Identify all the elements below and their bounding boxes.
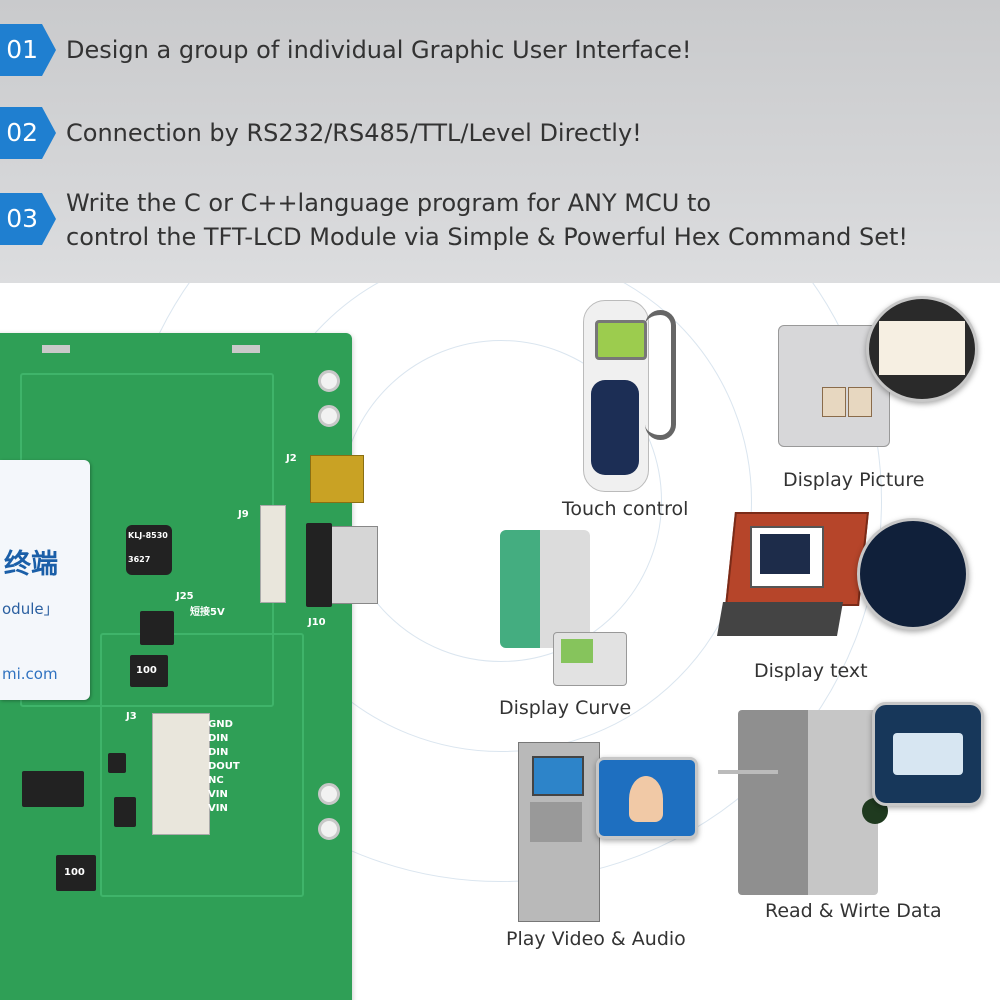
caption-touch-control: Touch control <box>562 498 689 520</box>
mini-usb-connector <box>310 455 364 503</box>
feature-text-line-2: control the TFT-LCD Module via Simple & … <box>66 223 909 251</box>
silk-vin: VIN <box>208 789 228 800</box>
inductor-100 <box>56 855 96 891</box>
silk-gnd: GND <box>208 719 233 730</box>
pad <box>42 345 70 353</box>
silk-j10: J10 <box>308 617 326 628</box>
label-module-text: odule」 <box>2 600 59 618</box>
silk-din: DIN <box>208 733 229 744</box>
silk-short-5v: 短接5V <box>190 607 225 618</box>
pad <box>232 345 260 353</box>
inductor-100 <box>130 655 168 687</box>
silk-j2: J2 <box>286 453 297 464</box>
feature-number-badge: 03 <box>0 193 56 245</box>
caption-play-video-audio: Play Video & Audio <box>506 928 686 950</box>
zoom-video-screen <box>596 757 698 839</box>
silk-vin: VIN <box>208 803 228 814</box>
silk-j3: J3 <box>126 711 137 722</box>
ic-chip <box>140 611 174 645</box>
caption-display-picture: Display Picture <box>783 469 925 491</box>
usb-housing <box>306 523 332 607</box>
caption-read-write-data: Read & Wirte Data <box>765 900 942 922</box>
cnc-control-panel <box>710 512 869 642</box>
label-cjk-text: 终端 <box>4 549 58 580</box>
j3-connector <box>152 713 210 835</box>
inductor-chip <box>126 525 172 575</box>
touch-control-device <box>565 300 680 492</box>
mounting-hole <box>318 818 340 840</box>
silk-100: 100 <box>136 665 157 676</box>
feature-text: Design a group of individual Graphic Use… <box>66 36 692 64</box>
silk-j9: J9 <box>238 509 249 520</box>
curve-display-small <box>553 632 627 686</box>
feature-number-badge: 01 <box>0 24 56 76</box>
mounting-hole <box>318 405 340 427</box>
silk-nc: NC <box>208 775 224 786</box>
silk-din: DIN <box>208 747 229 758</box>
caption-display-text: Display text <box>754 660 868 682</box>
silk-j25: J25 <box>176 591 194 602</box>
atm-kiosk <box>518 742 600 922</box>
mounting-hole <box>318 370 340 392</box>
capacitor <box>114 797 136 827</box>
transistor <box>108 753 126 773</box>
curve-display-unit <box>500 530 595 648</box>
mounting-hole <box>318 783 340 805</box>
silk-100: 100 <box>64 867 85 878</box>
feature-text: Connection by RS232/RS485/TTL/Level Dire… <box>66 119 642 147</box>
product-label-sticker: 终端 odule」 mi.com <box>0 460 90 700</box>
silk-dout: DOUT <box>208 761 240 772</box>
caption-display-curve: Display Curve <box>499 697 632 719</box>
zoom-picture-screen <box>866 296 978 402</box>
silk-klj: KLJ-8530 <box>128 531 168 540</box>
turnstile-gate <box>718 710 898 895</box>
label-url-text: mi.com <box>2 665 58 683</box>
pcb-trace <box>100 633 304 897</box>
ic-chip <box>22 771 84 807</box>
silk-3627: 3627 <box>128 555 151 564</box>
features-banner: 01 Design a group of individual Graphic … <box>0 0 1000 283</box>
zoom-data-screen <box>872 702 984 806</box>
usb-a-connector <box>328 526 378 604</box>
zoom-text-screen <box>857 518 969 630</box>
feature-number-badge: 02 <box>0 107 56 159</box>
feature-text-line-1: Write the C or C++language program for A… <box>66 189 712 217</box>
j9-connector <box>260 505 286 603</box>
